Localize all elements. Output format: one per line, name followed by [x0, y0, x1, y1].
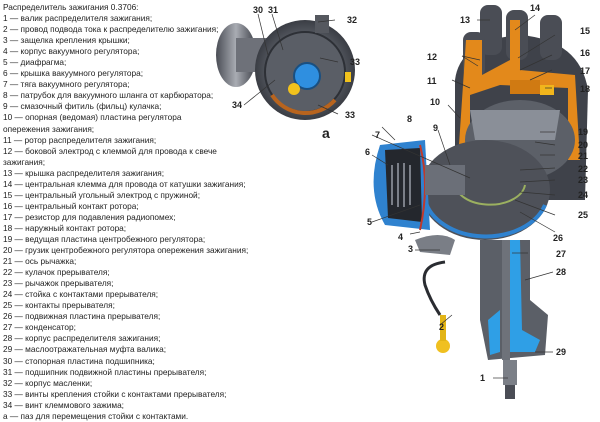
callout-33-top: 33: [350, 57, 361, 67]
legend-item: 13 — крышка распределителя зажигания;: [3, 167, 165, 178]
callout-31: 31: [268, 5, 279, 15]
distributor-illustration: [216, 5, 588, 399]
legend-item: 21 — ось рычажка;: [3, 256, 77, 267]
legend-item: 30 — стопорная пластина подшипника;: [3, 355, 155, 366]
legend-item: 5 — диафрагма;: [3, 57, 67, 68]
distributor-cutaway: [373, 5, 588, 399]
legend-item: 3 — защелка крепления крышки;: [3, 35, 130, 46]
callout-16: 16: [580, 48, 591, 58]
legend-item: 1 — валик распределителя зажигания;: [3, 13, 153, 24]
callout-28: 28: [556, 267, 567, 277]
legend-item: 18 — наружный контакт ротора;: [3, 222, 127, 233]
callout-15: 15: [580, 26, 591, 36]
callout-3: 3: [408, 244, 414, 254]
legend-item: 28 — корпус распределителя зажигания;: [3, 333, 161, 344]
legend-item: 26 — подвижная пластина прерывателя;: [3, 311, 161, 322]
callout-17: 17: [580, 66, 591, 76]
leader-lines: [243, 13, 556, 379]
callout-33-bottom: 33: [345, 110, 356, 120]
legend-item: 10 — опорная (ведомая) пластина регулято…: [3, 112, 182, 134]
callout-21: 21: [578, 151, 589, 161]
callout-10: 10: [430, 97, 441, 107]
legend-item: 25 — контакты прерывателя;: [3, 300, 115, 311]
legend-item: 22 — кулачок прерывателя;: [3, 267, 110, 278]
callout-9: 9: [433, 123, 439, 133]
legend-item: а — паз для перемещения стойки с контакт…: [3, 410, 189, 421]
legend-item: 31 — подшипник подвижной пластины прерыв…: [3, 366, 207, 377]
legend-item: 17 — резистор для подавления радиопомех;: [3, 211, 176, 222]
legend-item: 2 — провод подвода тока к распределителю…: [3, 24, 219, 35]
legend-item: 23 — рычажок прерывателя;: [3, 278, 114, 289]
breaker-plate-inset: [216, 15, 355, 120]
legend-item: 19 — ведущая пластина центробежного регу…: [3, 233, 206, 244]
callout-29: 29: [556, 347, 567, 357]
callout-14: 14: [530, 3, 541, 13]
callout-1: 1: [480, 373, 486, 383]
callout-30: 30: [253, 5, 264, 15]
callout-18: 18: [580, 84, 591, 94]
callout-34: 34: [232, 100, 243, 110]
callout-a: а: [322, 125, 330, 141]
legend-title: Распределитель зажигания 0.3706:: [3, 2, 139, 12]
legend-item: 27 — конденсатор;: [3, 322, 76, 333]
legend-item: 12 — боковой электрод с клеммой для пров…: [3, 145, 217, 167]
legend-item: 32 — корпус масленки;: [3, 377, 93, 388]
callout-4: 4: [398, 232, 404, 242]
legend-item: 9 — смазочный фитиль (фильц) кулачка;: [3, 101, 162, 112]
legend-item: 20 — грузик центробежного регулятора опе…: [3, 245, 249, 256]
legend-item: 14 — центральная клемма для провода от к…: [3, 178, 246, 189]
legend-item: 4 — корпус вакуумного регулятора;: [3, 46, 140, 57]
callout-32: 32: [347, 15, 358, 25]
legend-item: 7 — тяга вакуумного регулятора;: [3, 79, 130, 90]
callout-7: 7: [375, 130, 381, 140]
callout-19: 19: [578, 127, 589, 137]
callout-11: 11: [427, 76, 437, 86]
legend-item: 11 — ротор распределителя зажигания;: [3, 134, 157, 145]
legend-item: 24 — стойка с контактами прерывателя;: [3, 289, 159, 300]
callout-6: 6: [365, 147, 371, 157]
callout-24: 24: [578, 190, 589, 200]
callout-27: 27: [556, 249, 567, 259]
callout-22: 22: [578, 164, 589, 174]
legend-item: 33 — винты крепления стойки с контактами…: [3, 388, 227, 399]
callout-23: 23: [578, 175, 589, 185]
callout-12: 12: [427, 52, 438, 62]
legend-item: 16 — центральный контакт ротора;: [3, 200, 139, 211]
callout-13: 13: [460, 15, 471, 25]
legend-item: 15 — центральный угольный электрод с пру…: [3, 189, 200, 200]
callout-2: 2: [439, 322, 445, 332]
legend-item: 6 — крышка вакуумного регулятора;: [3, 68, 144, 79]
callout-26: 26: [553, 233, 564, 243]
legend-item: 34 — винт клеммового зажима;: [3, 399, 124, 410]
callout-20: 20: [578, 140, 589, 150]
callout-5: 5: [367, 217, 373, 227]
legend-item: 8 — патрубок для вакуумного шланга от ка…: [3, 90, 214, 101]
legend-item: 29 — маслоотражательная муфта валика;: [3, 344, 167, 355]
callout-25: 25: [578, 210, 589, 220]
callout-8: 8: [407, 114, 413, 124]
